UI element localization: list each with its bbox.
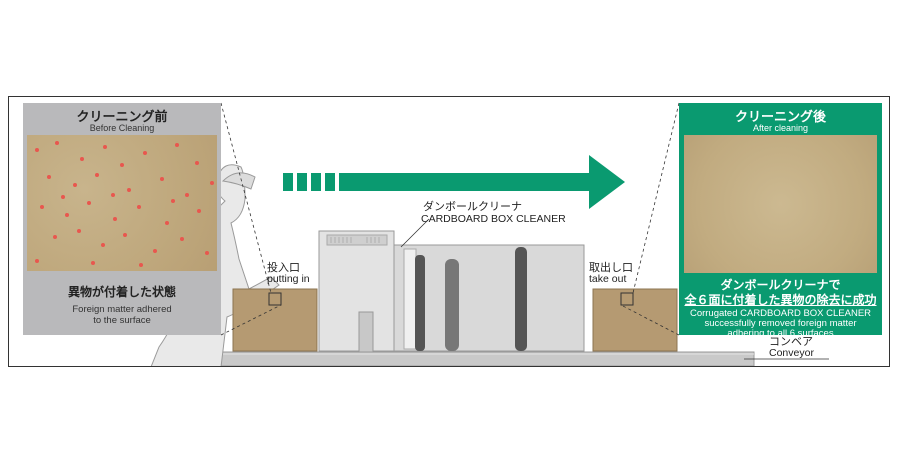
after-caption-jp-line1: ダンボールクリーナで <box>720 278 841 292</box>
machine-pointer-line <box>400 218 430 248</box>
process-arrow <box>283 155 625 209</box>
input-box <box>232 288 318 352</box>
after-title-jp: クリーニング後 <box>734 109 826 124</box>
before-caption-en-line1: Foreign matter adhered <box>72 304 172 315</box>
output-box <box>592 288 678 352</box>
before-panel: クリーニング前 Before Cleaning <box>23 103 221 335</box>
duct-pipe-2 <box>445 259 459 351</box>
after-title-en: After cleaning <box>752 123 809 133</box>
diagram-frame: クリーニング前 Before Cleaning <box>8 96 890 367</box>
conveyor-label-jp: コンベア <box>769 336 813 348</box>
after-caption-en-line3: adhering to all 6 surfaces <box>727 328 834 339</box>
before-title-en: Before Cleaning <box>89 123 155 133</box>
output-label-jp: 取出し口 <box>589 262 633 274</box>
duct-pipe-3 <box>515 247 527 351</box>
after-sample-image <box>684 135 877 273</box>
after-caption-jp-line2: 全６面に付着した異物の除去に成功 <box>684 293 877 307</box>
machine-label-jp: ダンボールクリーナ <box>423 201 522 213</box>
input-label-jp: 投入口 <box>267 262 300 274</box>
before-title-jp: クリーニング前 <box>76 109 168 124</box>
after-panel: クリーニング後 After cleaning ダンボールクリーナで 全６面に付着… <box>679 103 882 339</box>
after-caption-en-line2: successfully removed foreign matter <box>704 318 857 329</box>
machine-label-en: CARDBOARD BOX CLEANER <box>421 213 566 225</box>
before-caption-jp: 異物が付着した状態 <box>67 285 176 299</box>
cleaner-machine <box>318 230 585 353</box>
output-label-en: take out <box>589 273 627 285</box>
before-caption-en-line2: to the surface <box>93 315 151 326</box>
conveyor-label-en: Conveyor <box>769 347 814 359</box>
before-sample-image <box>27 135 217 271</box>
after-caption-en-line1: Corrugated CARDBOARD BOX CLEANER <box>689 308 872 319</box>
duct-pipe-1 <box>415 255 425 351</box>
input-label-en: putting in <box>267 273 310 285</box>
zoom-guide-lines <box>220 102 680 336</box>
dust-particles <box>35 141 214 267</box>
